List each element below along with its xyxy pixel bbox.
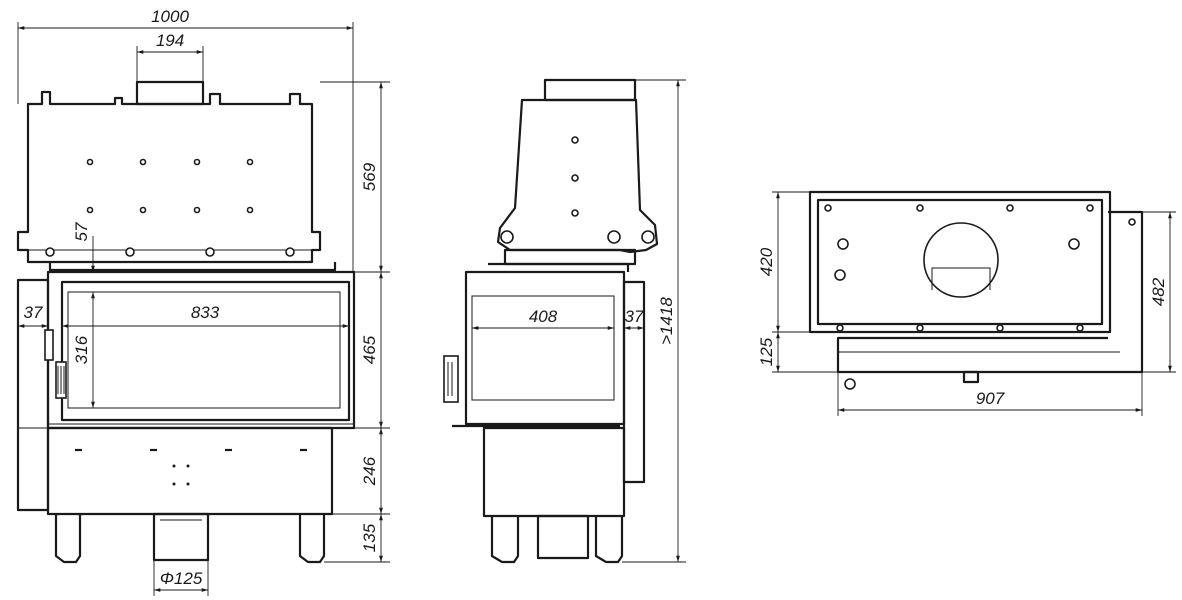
dim-glass-width: 833 (191, 303, 220, 322)
side-view (443, 78, 659, 564)
dim-base-height: 246 (360, 456, 379, 486)
front-glass (67, 291, 341, 409)
side-hood-screws (500, 136, 655, 244)
dimension-lines (17, 22, 1176, 596)
side-flue-collar (543, 78, 637, 102)
dim-front-side-37: 37 (24, 303, 43, 322)
plan-outer-frame (808, 190, 1112, 334)
front-left-leg (54, 514, 82, 564)
front-top-hood (16, 90, 322, 264)
side-right-leg (594, 516, 624, 564)
front-right-leg (298, 514, 326, 564)
dim-side-37: 37 (625, 307, 644, 326)
dim-leg-height: 135 (360, 523, 379, 552)
side-base-body (482, 426, 626, 518)
plan-flue-opening (923, 222, 999, 298)
plan-view (808, 190, 1144, 390)
front-view (16, 80, 356, 564)
plan-side-frame (836, 210, 1144, 374)
dim-side-glass-width: 408 (529, 307, 558, 326)
dim-glass-height: 316 (72, 335, 91, 364)
side-glass (471, 295, 615, 401)
base-slots (75, 448, 307, 486)
dim-flue-diameter: Φ125 (160, 569, 203, 588)
dim-offset-57: 57 (72, 222, 91, 241)
side-door-handle (443, 355, 459, 403)
dim-front-width: 1000 (151, 7, 189, 26)
dimension-labels: 1000 194 569 57 37 833 316 465 246 135 Φ… (24, 7, 1168, 588)
front-door-frame (46, 270, 356, 430)
side-left-leg (490, 516, 520, 564)
front-base-body (46, 426, 334, 516)
front-flue-collar (135, 80, 205, 106)
dim-plan-depth: 420 (757, 247, 776, 276)
side-door-frame (464, 270, 626, 426)
plan-bolt-holes (824, 204, 1136, 390)
front-bottom-flue (152, 512, 210, 562)
dim-door-height: 465 (360, 335, 379, 364)
dim-plan-offset: 125 (757, 337, 776, 366)
dim-top-height: 569 (360, 162, 379, 191)
side-bottom-flue (536, 514, 590, 560)
dim-total-height: >1418 (657, 297, 676, 345)
dim-plan-total-depth: 482 (1149, 277, 1168, 306)
front-glass-outer (60, 280, 351, 422)
dim-flue-width: 194 (156, 31, 184, 50)
side-right-panel (622, 280, 646, 484)
dim-plan-width: 907 (976, 389, 1005, 408)
hood-screws (45, 158, 295, 257)
